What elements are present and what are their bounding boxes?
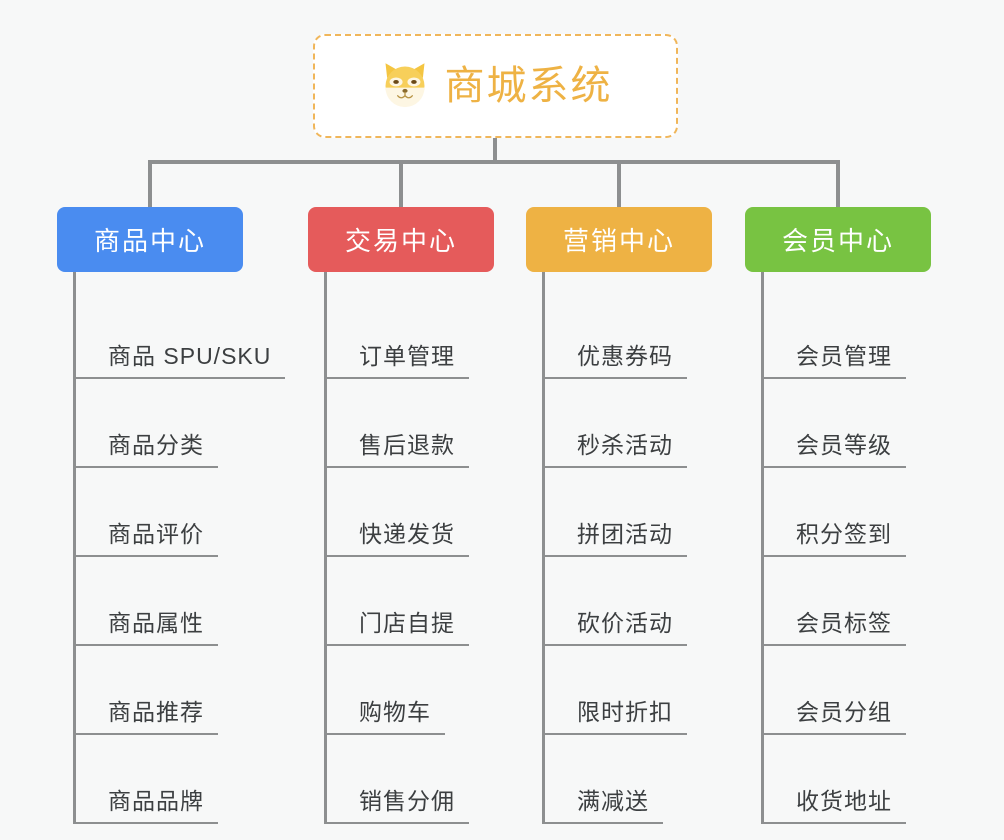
list-item[interactable]: 售后退款	[327, 379, 530, 468]
list-item[interactable]: 会员管理	[764, 290, 967, 379]
leaf-label: 购物车	[327, 693, 445, 735]
root-node[interactable]: 商城系统	[313, 34, 678, 138]
leaf-label: 销售分佣	[327, 782, 469, 824]
category-header-label: 交易中心	[344, 226, 457, 256]
leaf-label: 满减送	[545, 782, 663, 824]
list-item[interactable]: 购物车	[327, 646, 530, 735]
leaf-label: 售后退款	[327, 426, 469, 468]
category-column-marketing: 营销中心 优惠券码 秒杀活动 拼团活动 砍价活动 限时折扣 满减送	[526, 207, 748, 824]
list-item[interactable]: 快递发货	[327, 468, 530, 557]
list-item[interactable]: 商品属性	[76, 557, 289, 646]
list-item[interactable]: 商品推荐	[76, 646, 289, 735]
branch-product: 商品 SPU/SKU 商品分类 商品评价 商品属性 商品推荐 商品品牌	[73, 272, 289, 824]
connector-drop-3	[617, 162, 621, 207]
shiba-dog-face-icon	[385, 63, 424, 108]
leaf-label: 优惠券码	[545, 337, 687, 379]
branch-trade: 订单管理 售后退款 快递发货 门店自提 购物车 销售分佣	[324, 272, 530, 824]
connector-horizontal-bar	[148, 160, 840, 164]
category-header-label: 会员中心	[781, 226, 894, 256]
leaf-label: 商品品牌	[76, 782, 218, 824]
category-header-trade[interactable]: 交易中心	[308, 207, 494, 272]
connector-root-stem	[493, 138, 497, 162]
leaf-label: 拼团活动	[545, 515, 687, 557]
list-item[interactable]: 积分签到	[764, 468, 967, 557]
leaf-label: 订单管理	[327, 337, 469, 379]
connector-drop-1	[148, 162, 152, 207]
list-item[interactable]: 拼团活动	[545, 468, 748, 557]
leaf-label: 会员分组	[764, 693, 906, 735]
list-item[interactable]: 收货地址	[764, 735, 967, 824]
leaf-label: 砍价活动	[545, 604, 687, 646]
connector-drop-2	[399, 162, 403, 207]
category-column-product: 商品中心 商品 SPU/SKU 商品分类 商品评价 商品属性 商品推荐 商品品牌	[57, 207, 289, 824]
category-header-label: 商品中心	[93, 226, 206, 256]
root-title: 商城系统	[444, 64, 613, 108]
list-item[interactable]: 商品品牌	[76, 735, 289, 824]
category-header-label: 营销中心	[562, 226, 675, 256]
leaf-label: 商品评价	[76, 515, 218, 557]
list-item[interactable]: 会员分组	[764, 646, 967, 735]
leaf-label: 商品分类	[76, 426, 218, 468]
leaf-label: 商品 SPU/SKU	[76, 337, 286, 379]
list-item[interactable]: 商品评价	[76, 468, 289, 557]
category-header-member[interactable]: 会员中心	[745, 207, 931, 272]
connector-drop-4	[836, 162, 840, 207]
category-header-marketing[interactable]: 营销中心	[526, 207, 712, 272]
list-item[interactable]: 会员等级	[764, 379, 967, 468]
leaf-label: 快递发货	[327, 515, 469, 557]
category-header-product[interactable]: 商品中心	[57, 207, 243, 272]
branch-member: 会员管理 会员等级 积分签到 会员标签 会员分组 收货地址	[761, 272, 967, 824]
leaf-label: 门店自提	[327, 604, 469, 646]
list-item[interactable]: 订单管理	[327, 290, 530, 379]
leaf-label: 会员等级	[764, 426, 906, 468]
list-item[interactable]: 销售分佣	[327, 735, 530, 824]
leaf-label: 商品属性	[76, 604, 218, 646]
leaf-label: 会员标签	[764, 604, 906, 646]
list-item[interactable]: 满减送	[545, 735, 748, 824]
leaf-label: 收货地址	[764, 782, 906, 824]
leaf-label: 限时折扣	[545, 693, 687, 735]
list-item[interactable]: 会员标签	[764, 557, 967, 646]
leaf-label: 积分签到	[764, 515, 906, 557]
branch-marketing: 优惠券码 秒杀活动 拼团活动 砍价活动 限时折扣 满减送	[542, 272, 748, 824]
leaf-label: 商品推荐	[76, 693, 218, 735]
list-item[interactable]: 优惠券码	[545, 290, 748, 379]
leaf-label: 秒杀活动	[545, 426, 687, 468]
category-column-trade: 交易中心 订单管理 售后退款 快递发货 门店自提 购物车 销售分佣	[308, 207, 530, 824]
list-item[interactable]: 商品 SPU/SKU	[76, 290, 289, 379]
leaf-label: 会员管理	[764, 337, 906, 379]
list-item[interactable]: 商品分类	[76, 379, 289, 468]
category-column-member: 会员中心 会员管理 会员等级 积分签到 会员标签 会员分组 收货地址	[745, 207, 967, 824]
list-item[interactable]: 门店自提	[327, 557, 530, 646]
list-item[interactable]: 砍价活动	[545, 557, 748, 646]
list-item[interactable]: 限时折扣	[545, 646, 748, 735]
list-item[interactable]: 秒杀活动	[545, 379, 748, 468]
